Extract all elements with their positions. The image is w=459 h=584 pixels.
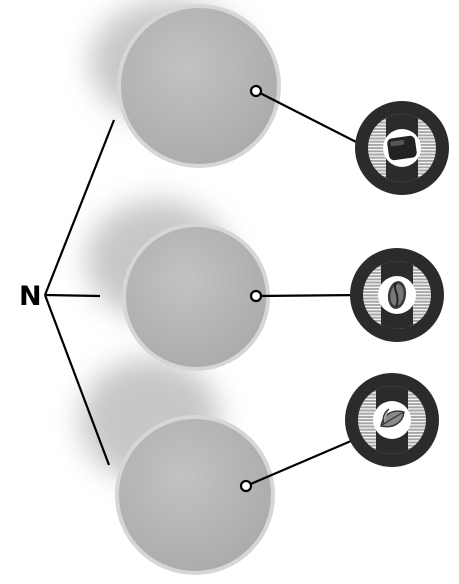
label-n: N xyxy=(19,281,42,312)
inset-bottom xyxy=(345,373,439,467)
disc-bottom xyxy=(117,417,273,573)
disc-middle xyxy=(124,225,268,369)
inset-top xyxy=(355,101,449,195)
inset-middle xyxy=(350,248,444,342)
rounded-square-icon xyxy=(387,135,418,161)
